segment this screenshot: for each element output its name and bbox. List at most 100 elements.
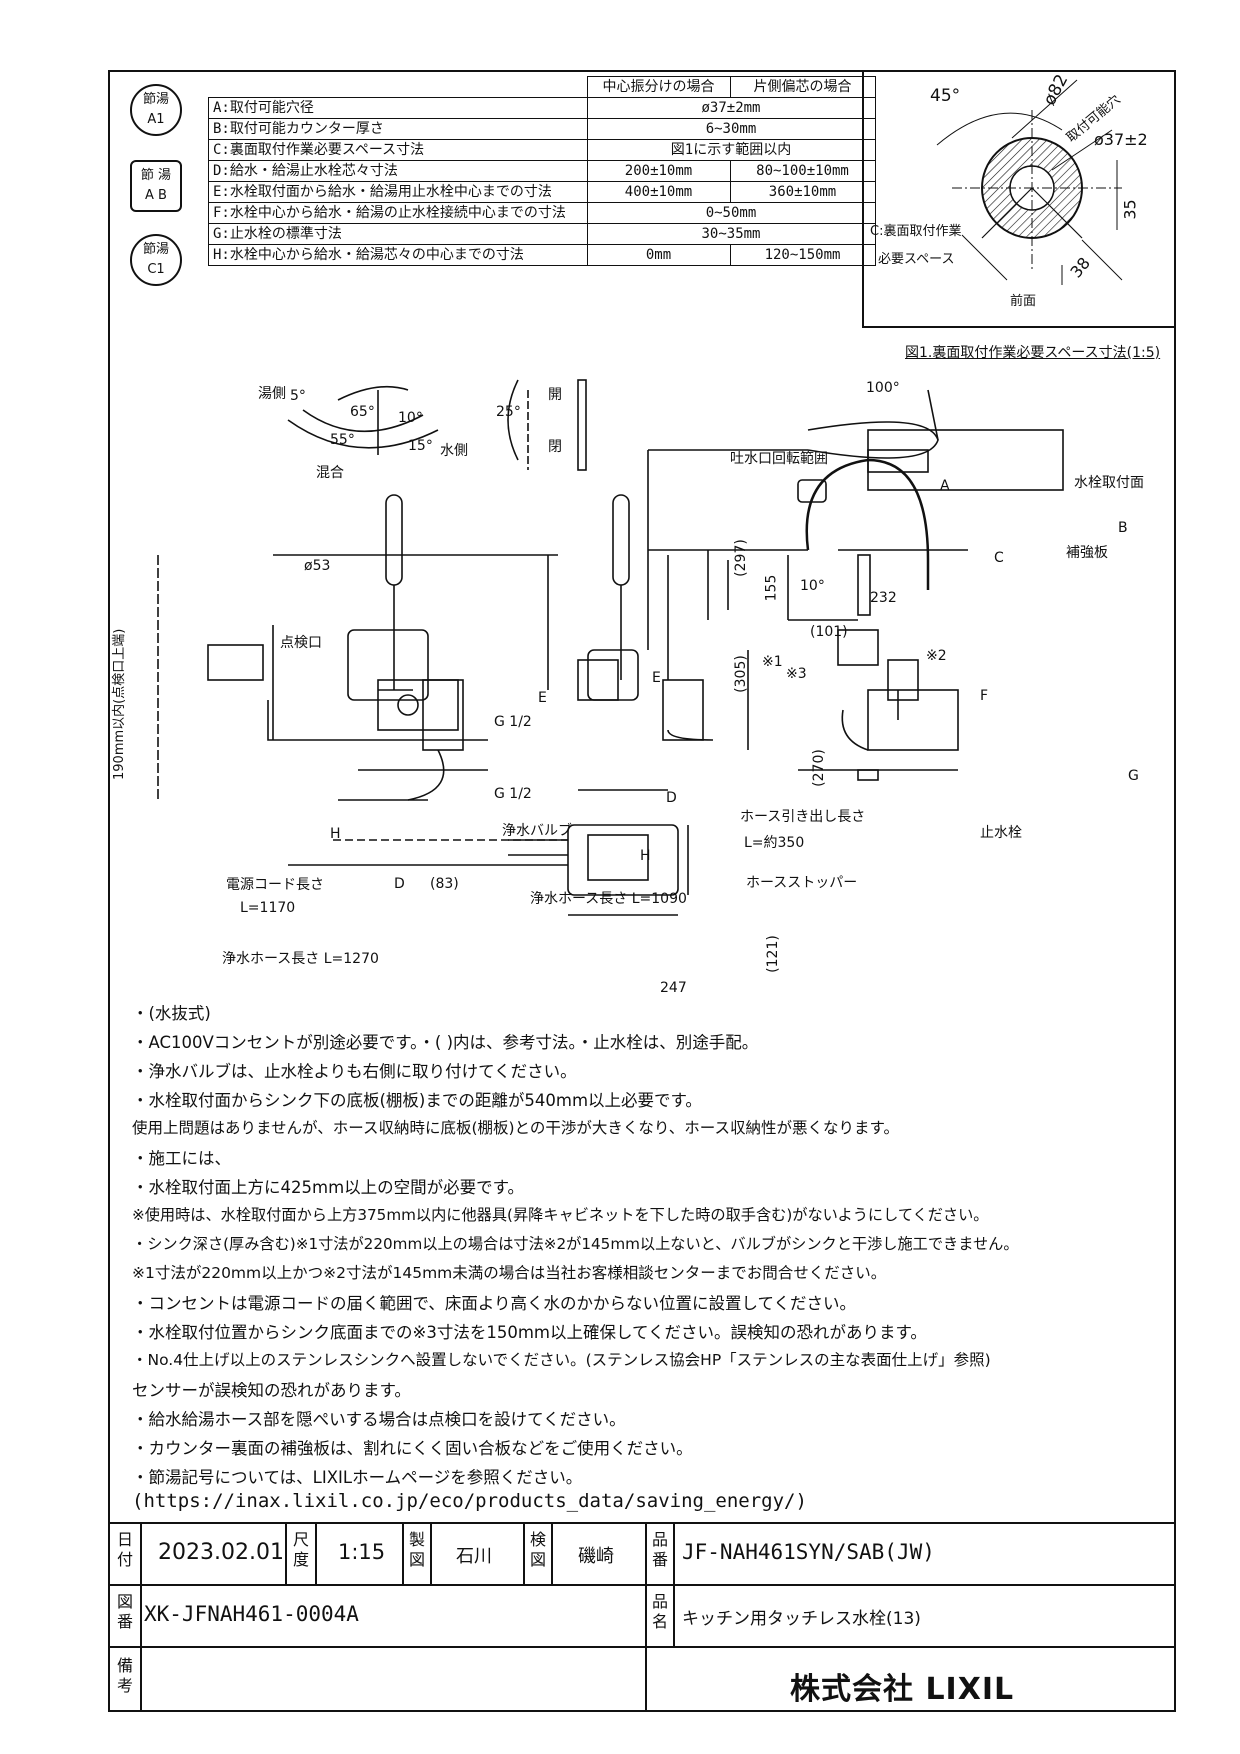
label-d2: D	[666, 790, 677, 806]
spec-value: 0~50mm	[586, 202, 876, 224]
note-line: ・水栓取付面上方に425mm以上の空間が必要です。	[132, 1178, 524, 1197]
note-line: ・AC100Vコンセントが別途必要です。・( )内は、参考寸法。・止水栓は、別途…	[132, 1033, 759, 1052]
note-line: ・水栓取付位置からシンク底面までの※3寸法を150mm以上確保してください。誤検…	[132, 1323, 927, 1342]
label-a5: 5°	[290, 388, 306, 404]
label-spout-rotation: 吐水口回転範囲	[730, 451, 828, 467]
remarks-label: 備考	[116, 1656, 133, 1695]
note-line: ・(水抜式)	[132, 1004, 211, 1023]
note-line: ・No.4仕上げ以上のステンレスシンクへ設置しないでください。(ステンレス協会H…	[132, 1351, 991, 1369]
label-d305: (305)	[732, 655, 749, 693]
product-no-label: 品番	[651, 1530, 668, 1569]
label-x3: ※3	[786, 666, 807, 682]
label-g12-a: G 1/2	[494, 714, 532, 730]
figure1-drawing	[936, 79, 1123, 285]
label-a55: 55°	[330, 432, 355, 448]
label-g: G	[1128, 768, 1139, 784]
label-d297: (297)	[732, 539, 749, 577]
fig1-caption: 図1.裏面取付作業必要スペース寸法(1:5)	[905, 345, 1161, 361]
title-block	[108, 1522, 1176, 1712]
label-b: B	[1118, 520, 1128, 536]
label-hot-side: 湯側	[258, 386, 286, 402]
label-x1: ※1	[762, 654, 783, 670]
date-label: 日付	[116, 1530, 133, 1569]
note-line: ・シンク深さ(厚み含む)※1寸法が220mm以上の場合は寸法※2が145mm以上…	[132, 1235, 1019, 1253]
spec-value: 0mm	[586, 244, 731, 266]
label-valve: 浄水バルブ	[502, 823, 572, 839]
label-h2: H	[640, 848, 651, 864]
note-line: ・浄水バルブは、止水栓よりも右側に取り付けてください。	[132, 1062, 577, 1081]
label-f: F	[980, 688, 989, 704]
checked-value: 磯崎	[578, 1546, 614, 1567]
fig1-c-label2: 必要スペース	[878, 252, 955, 267]
label-hose1-length: 浄水ホース長さ L=1090	[530, 891, 687, 907]
label-d270: (270)	[810, 749, 827, 787]
note-line: ※1寸法が220mm以上かつ※2寸法が145mm未満の場合は当社お客様相談センタ…	[132, 1264, 887, 1282]
label-cold-side: 水側	[440, 443, 468, 459]
label-a: A	[940, 478, 950, 494]
label-c: C	[994, 550, 1004, 566]
product-name-label: 品名	[651, 1592, 668, 1631]
label-a100: 100°	[866, 380, 900, 396]
note-line: ※使用時は、水栓取付面から上方375mm以内に他器具(昇降キャビネットを下した時…	[132, 1206, 989, 1224]
spec-label: G:止水栓の標準寸法	[208, 223, 588, 245]
label-h1: H	[330, 826, 341, 842]
label-d101: (101)	[810, 624, 848, 640]
note-line: センサーが誤検知の恐れがあります。	[132, 1381, 411, 1400]
label-a15: 15°	[408, 438, 433, 454]
label-hose-stopper: ホースストッパー	[746, 875, 858, 891]
label-close: 閉	[548, 439, 562, 455]
label-v190: 190mm以内(点検口上端)	[112, 628, 127, 780]
label-a65: 65°	[350, 404, 375, 420]
checked-label: 検図	[529, 1530, 546, 1569]
label-d83: (83)	[430, 876, 459, 892]
spec-label: H:水栓中心から給水・給湯芯々の中心までの寸法	[208, 244, 588, 266]
company-logo: 株式会社 LIXIL	[790, 1672, 1015, 1707]
header-offset: 片側偏芯の場合	[729, 76, 876, 98]
spec-value: 200±10mm	[586, 160, 731, 182]
spec-label: C:裏面取付作業必要スペース寸法	[208, 139, 588, 161]
fig1-c-label1: C:裏面取付作業	[870, 224, 962, 239]
label-hose-pull-value: L=約350	[744, 835, 805, 851]
label-a25: 25°	[496, 404, 521, 420]
label-e2: E	[652, 670, 661, 686]
figure1-box	[862, 70, 1176, 328]
spec-label: E:水栓取付面から給水・給湯用止水栓中心までの寸法	[208, 181, 588, 203]
note-url: (https://inax.lixil.co.jp/eco/products_d…	[132, 1490, 807, 1512]
label-stopcock: 止水栓	[980, 825, 1022, 841]
spec-label: D:給水・給湯止水栓芯々寸法	[208, 160, 588, 182]
spec-value: 6~30mm	[586, 118, 876, 140]
header-center: 中心振分けの場合	[586, 76, 731, 98]
spec-label: A:取付可能穴径	[208, 97, 588, 119]
drawn-label: 製図	[408, 1530, 425, 1569]
spec-value: ø37±2mm	[586, 97, 876, 119]
note-line: ・施工には、	[132, 1149, 231, 1168]
label-cord-value: L=1170	[240, 900, 296, 916]
label-open: 開	[548, 387, 562, 403]
label-mount-surface: 水栓取付面	[1074, 475, 1144, 491]
drawing-no-value: XK-JFNAH461-0004A	[144, 1602, 359, 1626]
spec-value: 30~35mm	[586, 223, 876, 245]
label-hose-pull: ホース引き出し長さ	[740, 809, 866, 825]
faucet-technical-drawing	[157, 379, 1064, 916]
label-mix: 混合	[316, 465, 344, 481]
label-d10: 10°	[800, 578, 825, 594]
label-hose2-length: 浄水ホース長さ L=1270	[222, 951, 379, 967]
scale-value: 1:15	[338, 1540, 386, 1564]
spec-label: B:取付可能カウンター厚さ	[208, 118, 588, 140]
date-value: 2023.02.01	[158, 1540, 284, 1565]
fig1-hole-value: ø37±2	[1094, 130, 1148, 149]
spec-value: 80~100±10mm	[729, 160, 876, 182]
fig1-angle: 45°	[930, 86, 961, 106]
product-name-value: キッチン用タッチレス水栓(13)	[682, 1609, 921, 1629]
label-x2: ※2	[926, 648, 947, 664]
label-reinforce-plate: 補強板	[1066, 545, 1108, 561]
label-inspection: 点検口	[280, 635, 322, 651]
note-line: ・水栓取付面からシンク下の底板(棚板)までの距離が540mm以上必要です。	[132, 1091, 702, 1110]
fig1-dim35: 35	[1120, 199, 1140, 220]
label-d1: D	[394, 876, 405, 892]
note-line: ・節湯記号については、LIXILホームページを参照ください。	[132, 1468, 583, 1487]
label-e1: E	[538, 690, 547, 706]
